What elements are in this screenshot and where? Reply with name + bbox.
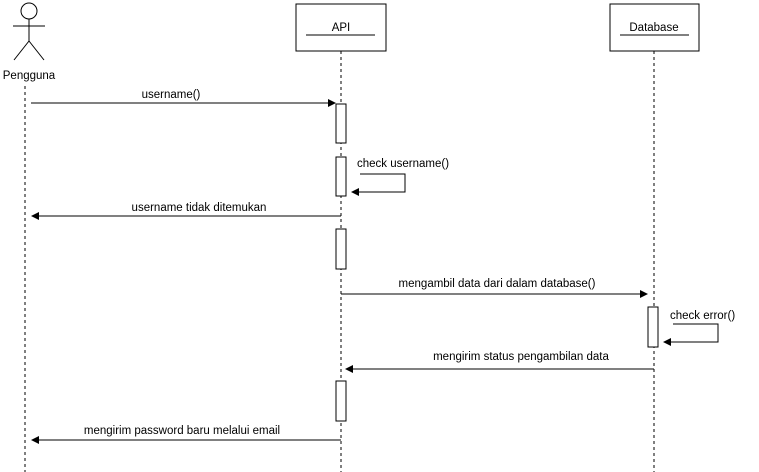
message-check-error[interactable]: check error() [663, 310, 735, 346]
activation-bar-api-2 [335, 156, 347, 197]
stick-figure-icon [13, 2, 45, 61]
message-mengambil-data[interactable]: mengambil data dari dalam database() [341, 278, 648, 298]
message-mengirim-password[interactable]: mengirim password baru melalui email [31, 425, 341, 444]
message-label: mengirim password baru melalui email [84, 425, 280, 437]
message-label: username() [142, 89, 201, 101]
activation-bar-api-3 [335, 228, 347, 270]
message-username-tidak-ditemukan[interactable]: username tidak ditemukan [31, 202, 341, 220]
message-label: check error() [670, 310, 735, 322]
participant-database-label: Database [629, 22, 678, 34]
message-mengirim-status[interactable]: mengirim status pengambilan data [345, 351, 654, 373]
message-label: mengirim status pengambilan data [433, 351, 609, 363]
message-label: check username() [357, 158, 449, 170]
message-check-username[interactable]: check username() [351, 158, 449, 196]
actor-pengguna[interactable]: Pengguna [3, 2, 56, 82]
activation-bar-api-1 [335, 103, 347, 144]
message-username[interactable]: username() [31, 89, 336, 107]
message-label: username tidak ditemukan [132, 202, 267, 214]
actor-label: Pengguna [3, 70, 56, 82]
activation-bar-api-4 [335, 380, 347, 422]
participant-api-label: API [332, 22, 351, 34]
activation-bar-database-1 [647, 306, 659, 348]
message-label: mengambil data dari dalam database() [399, 278, 596, 290]
participant-database[interactable]: Database [609, 3, 700, 52]
participant-api[interactable]: API [295, 3, 387, 52]
